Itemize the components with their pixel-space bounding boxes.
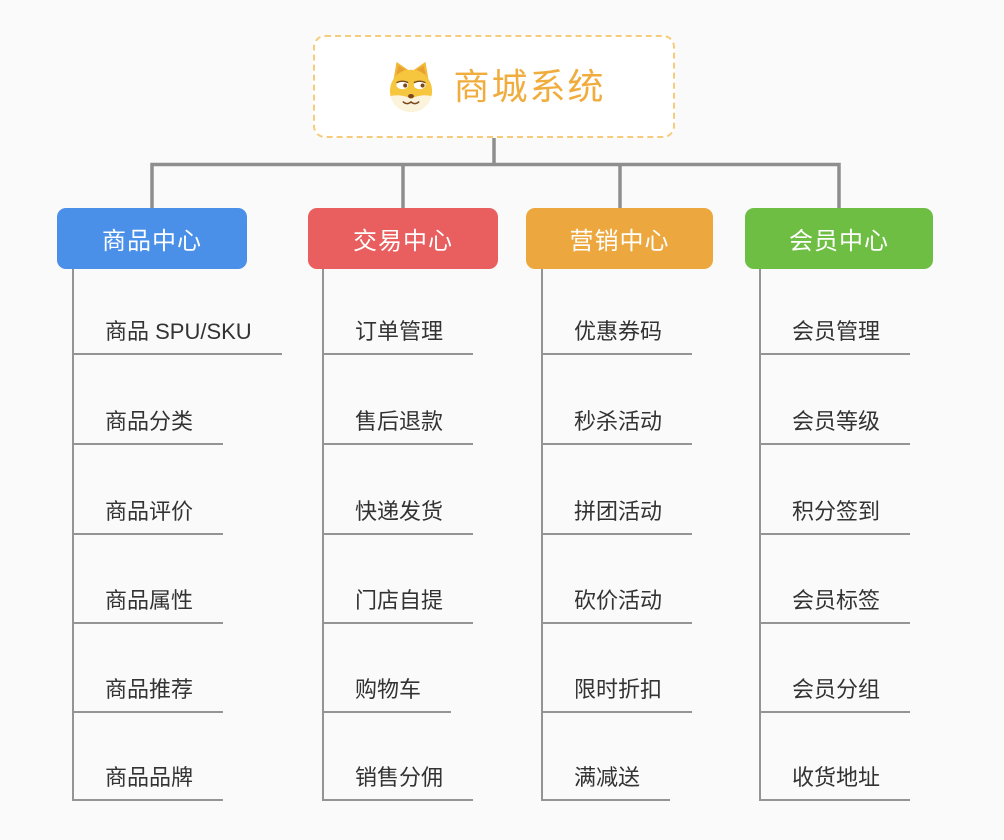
root-title: 商城系统 (453, 65, 606, 107)
child-node[interactable]: 商品评价 (72, 497, 224, 535)
branch-node-member-center[interactable]: 会员中心 (745, 208, 933, 269)
dog-face-icon (390, 61, 433, 112)
child-node[interactable]: 限时折扣 (541, 675, 693, 713)
child-node[interactable]: 商品属性 (72, 586, 224, 624)
child-node[interactable]: 砍价活动 (541, 586, 693, 624)
child-node[interactable]: 销售分佣 (322, 763, 474, 801)
connector-path (150, 138, 841, 208)
child-node[interactable]: 商品品牌 (72, 763, 224, 801)
child-node[interactable]: 会员标签 (759, 586, 911, 624)
child-node[interactable]: 优惠券码 (541, 317, 693, 355)
branch-trunk-line (322, 269, 324, 801)
child-node[interactable]: 拼团活动 (541, 497, 693, 535)
branch-node-trade-center[interactable]: 交易中心 (308, 208, 498, 269)
root-node[interactable]: 商城系统 (313, 35, 675, 138)
child-node[interactable]: 门店自提 (322, 586, 474, 624)
child-node[interactable]: 快递发货 (322, 497, 474, 535)
child-node[interactable]: 商品分类 (72, 407, 224, 445)
child-node[interactable]: 积分签到 (759, 497, 911, 535)
branch-node-marketing-center[interactable]: 营销中心 (526, 208, 713, 269)
branch-node-product-center[interactable]: 商品中心 (57, 208, 247, 269)
branch-trunk-line (759, 269, 761, 801)
child-node[interactable]: 会员分组 (759, 675, 911, 713)
child-node[interactable]: 售后退款 (322, 407, 474, 445)
child-node[interactable]: 满减送 (541, 763, 671, 801)
child-node[interactable]: 订单管理 (322, 317, 474, 355)
child-node[interactable]: 收货地址 (759, 763, 911, 801)
child-node[interactable]: 购物车 (322, 675, 452, 713)
child-node[interactable]: 会员管理 (759, 317, 911, 355)
branch-trunk-line (541, 269, 543, 801)
child-node[interactable]: 商品 SPU/SKU (72, 317, 282, 355)
branch-trunk-line (72, 269, 74, 801)
child-node[interactable]: 会员等级 (759, 407, 911, 445)
child-node[interactable]: 秒杀活动 (541, 407, 693, 445)
child-node[interactable]: 商品推荐 (72, 675, 224, 713)
